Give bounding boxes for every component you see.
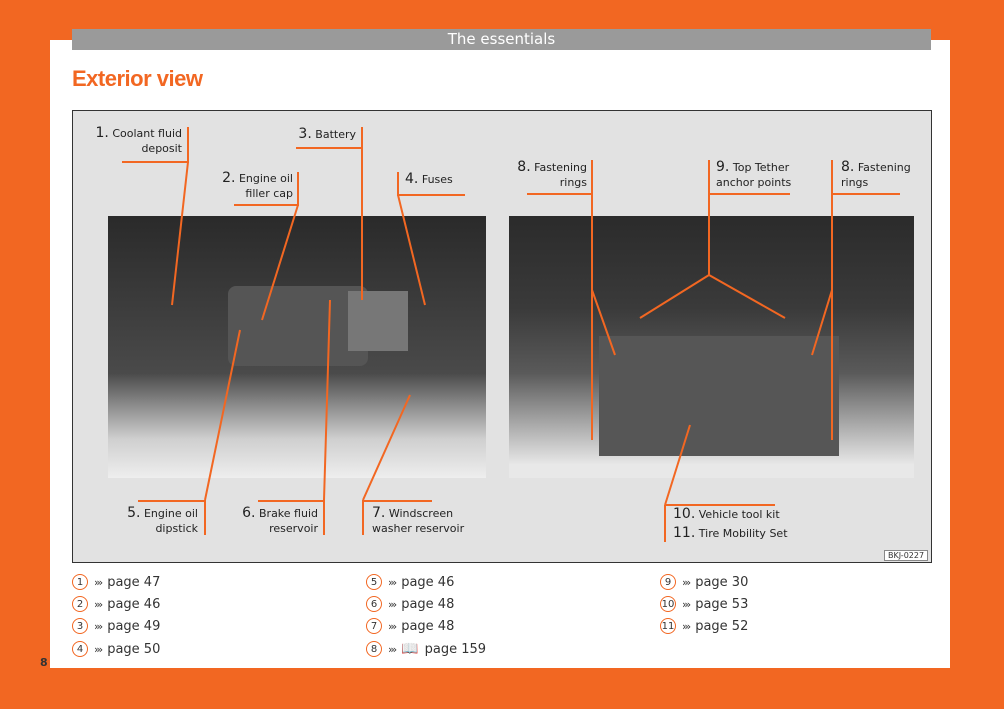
label-tool-kit: 10. Vehicle tool kit <box>673 506 780 522</box>
ref-6[interactable]: 6›››page 48 <box>366 596 454 612</box>
label-fastening-left: 8. Fastening rings <box>517 159 587 190</box>
ref-11[interactable]: 11›››page 52 <box>660 618 749 634</box>
label-top-tether: 9. Top Tether anchor points <box>716 159 792 190</box>
ref-2[interactable]: 2›››page 46 <box>72 596 160 612</box>
diagram-figure: BKJ-0227 <box>72 110 932 563</box>
page-number: 8 <box>40 656 48 669</box>
label-mobility-set: 11. Tire Mobility Set <box>673 525 788 541</box>
ref-10[interactable]: 10›››page 53 <box>660 596 749 612</box>
label-fuses: 4. Fuses <box>405 171 453 187</box>
image-code: BKJ-0227 <box>884 550 929 561</box>
ref-3[interactable]: 3›››page 49 <box>72 618 160 634</box>
ref-1[interactable]: 1›››page 47 <box>72 574 160 590</box>
trunk-photo <box>509 216 914 478</box>
section-header: The essentials <box>72 29 931 50</box>
ref-8[interactable]: 8›››📖page 159 <box>366 641 486 657</box>
engine-bay-photo <box>108 216 486 478</box>
ref-4[interactable]: 4›››page 50 <box>72 641 160 657</box>
label-fastening-right: 8. Fastening rings <box>841 159 911 190</box>
ref-7[interactable]: 7›››page 48 <box>366 618 454 634</box>
ref-9[interactable]: 9›››page 30 <box>660 574 748 590</box>
ref-5[interactable]: 5›››page 46 <box>366 574 454 590</box>
label-brake-fluid: 6. Brake fluid reservoir <box>242 505 318 536</box>
book-search-icon: 📖 <box>401 641 419 657</box>
label-washer: 7. Windscreen washer reservoir <box>372 505 465 536</box>
label-dipstick: 5. Engine oil dipstick <box>127 505 198 536</box>
page-title: Exterior view <box>72 66 203 91</box>
label-battery: 3. Battery <box>298 126 356 142</box>
label-coolant: 1. Coolant fluid deposit <box>95 125 182 156</box>
label-oil-filler: 2. Engine oil filler cap <box>222 170 293 201</box>
